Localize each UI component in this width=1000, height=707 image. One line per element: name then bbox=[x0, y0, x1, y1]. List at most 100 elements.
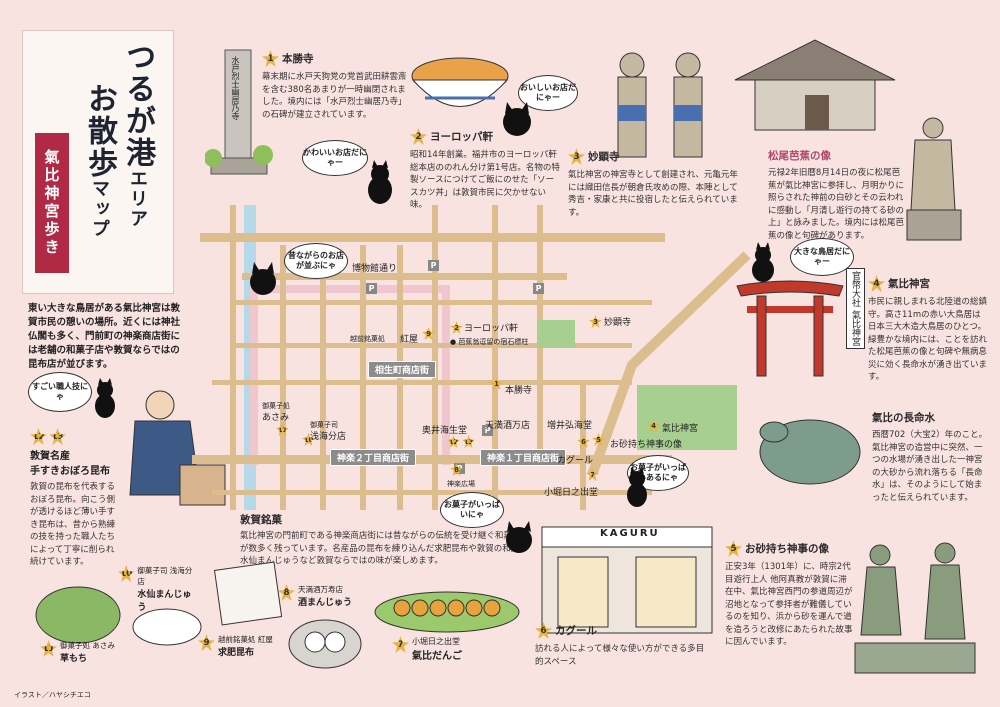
basho-statue-illustration bbox=[906, 117, 962, 241]
street-kagura-1: 神楽１丁目商店街 bbox=[480, 449, 567, 466]
temple-hall-illustration bbox=[734, 39, 896, 131]
road bbox=[242, 273, 567, 280]
spot-4-name: 氣比神宮 bbox=[888, 278, 930, 290]
kagool-building-illustration bbox=[541, 526, 713, 634]
title-line-1: つるが港エリア bbox=[115, 41, 159, 229]
road bbox=[280, 245, 286, 510]
star-icon: 3 bbox=[568, 148, 585, 165]
place-honshoji: 本勝寺 bbox=[505, 386, 533, 396]
map-pin-2[interactable]: 2 bbox=[450, 321, 463, 334]
spot-10-heading: 10 御菓子司 浅海分店 水仙まんじゅう bbox=[118, 565, 198, 613]
basho-info: 松尾芭蕉の像 元禄2年旧暦8月14日の夜に松尾芭蕉が氣比神宮に参拝し、月明かりに… bbox=[768, 148, 908, 242]
cat-speech-bubble-7: お菓子がいっぱいにゃ bbox=[440, 492, 504, 528]
title-small-1: エリア bbox=[127, 169, 148, 229]
black-cat-icon bbox=[250, 262, 276, 295]
spot-9-heading: 9 越前銘菓処 紅屋 求肥昆布 bbox=[198, 634, 298, 658]
place-kagool: カグール bbox=[557, 456, 594, 466]
cat-speech-bubble-3: 昔ながらのお店が並ぶにゃ bbox=[284, 243, 348, 279]
subtitle-badge: 氣比神宮歩き bbox=[35, 133, 69, 273]
stone-monument-text: 水戸烈士幽居乃寺 bbox=[231, 56, 240, 120]
spot-7-shop: 小堀日之出堂 bbox=[412, 637, 460, 646]
spot-7-product: 氣比だんご bbox=[412, 651, 462, 662]
spot-10-product: 水仙まんじゅう bbox=[137, 590, 192, 613]
street-museum: 博物館通り bbox=[352, 264, 398, 274]
street-aioi: 相生町商店街 bbox=[368, 361, 437, 378]
place-kobori: 小堀日之出堂 bbox=[544, 488, 599, 498]
place-kagura-hiroba: 神楽広場 bbox=[447, 480, 475, 488]
spot-5-desc: 正安3年（1301年）に、時宗2代目遊行上人 他阿真教が敦賀に滞在中、氣比神宮西… bbox=[725, 562, 853, 647]
intro-text: 東い大きな鳥居がある氣比神宮は敦賀市民の憩いの場所。近くには神社仏閣も多く、門前… bbox=[28, 303, 181, 370]
spot-6-desc: 訪れる人によって様々な使い方ができる多目的スペース bbox=[535, 644, 705, 667]
spot-8-info: 8 天満酒万寿店 酒まんじゅう bbox=[278, 584, 378, 608]
parking-icon: P bbox=[482, 425, 493, 436]
spot-3-desc: 氣比神宮の神宮寺として創建され、元亀元年には織田信長が朝倉氏攻めの際、本陣として… bbox=[568, 170, 738, 218]
title-line-2: お散歩マップ bbox=[77, 83, 121, 239]
place-asami: あさみ bbox=[262, 413, 290, 423]
star-icon: 8 bbox=[278, 584, 295, 601]
place-asami-bunten: 浅海分店 bbox=[310, 432, 347, 442]
star-icon: 6 bbox=[535, 622, 552, 639]
place-beniya-small: 越前銘菓処 bbox=[350, 335, 385, 343]
water-heading: 氣比の長命水 bbox=[872, 412, 935, 424]
konbu-title-1: 敦賀名産 bbox=[30, 451, 70, 462]
spot-10-shop: 御菓子司 浅海分店 bbox=[137, 566, 193, 586]
road bbox=[212, 380, 632, 385]
sand-carrying-statue-illustration bbox=[854, 542, 976, 674]
stone-monument-illustration bbox=[205, 49, 273, 175]
basho-heading: 松尾芭蕉の像 bbox=[768, 150, 831, 162]
place-yoroppa-note: ● 芭蕉翁逗留の宿石標柱 bbox=[450, 338, 529, 346]
title-small-2: マップ bbox=[89, 179, 110, 239]
dango-illustration bbox=[374, 591, 520, 633]
title-main-1: つるが港 bbox=[120, 41, 155, 169]
spot-11-info: 11 御菓子処 あさみ 草もち bbox=[40, 640, 150, 664]
star-icon: 2 bbox=[410, 128, 427, 145]
spot-11-product: 草もち bbox=[60, 654, 88, 664]
konbu-title-2: 手すきおぼろ昆布 bbox=[30, 466, 110, 477]
spot-9-product: 求肥昆布 bbox=[218, 648, 255, 658]
konbu-craftsman-illustration bbox=[129, 390, 226, 506]
kagool-sign: KAGURU bbox=[600, 528, 660, 539]
road bbox=[432, 205, 438, 510]
sweets-info: 敦賀銘菓 氣比神宮の門前町である神楽商店街には昔ながらの伝統を受け継ぐ和菓子店が… bbox=[240, 512, 530, 568]
star-icon: 7 bbox=[392, 636, 409, 653]
suisen-manju-illustration bbox=[132, 608, 202, 646]
pink-road bbox=[442, 285, 450, 465]
black-cat-icon bbox=[506, 521, 532, 553]
water-desc: 西暦702（大宝2）年のこと。氣比神宮の造営中に突然、一つの水場が湧き出した一神… bbox=[872, 430, 988, 503]
spot-9-info: 9 越前銘菓処 紅屋 求肥昆布 bbox=[198, 634, 298, 658]
shrine-grounds bbox=[637, 385, 737, 450]
turtle-fountain-illustration bbox=[759, 419, 861, 485]
spot-11-heading: 11 御菓子処 あさみ 草もち bbox=[40, 640, 150, 664]
place-yoroppa: ヨーロッパ軒 bbox=[464, 324, 519, 334]
gyuhi-konbu-illustration bbox=[213, 561, 283, 626]
place-okukai: 奥井海生堂 bbox=[422, 426, 468, 436]
spot-8-heading: 8 天満酒万寿店 酒まんじゅう bbox=[278, 584, 378, 608]
spot-1-name: 本勝寺 bbox=[282, 53, 314, 65]
star-icon: 11 bbox=[40, 640, 57, 657]
parking-icon: P bbox=[428, 260, 439, 271]
road bbox=[230, 205, 236, 510]
road bbox=[232, 300, 652, 305]
place-osunamochi: お砂持ち神事の像 bbox=[610, 440, 683, 450]
black-cat-icon bbox=[627, 467, 647, 507]
cat-speech-bubble-2: かわいいお店だにゃー bbox=[302, 140, 368, 176]
cat-speech-bubble-1: おいしいお店だにゃー bbox=[518, 75, 578, 111]
map-pin-13[interactable]: 13 bbox=[462, 435, 475, 448]
katsudon-illustration bbox=[411, 57, 509, 107]
pink-road bbox=[250, 285, 258, 465]
konbu-stars: 12 13 bbox=[30, 428, 120, 445]
black-cat-icon bbox=[752, 242, 774, 282]
spot-11-shop: 御菓子処 あさみ bbox=[60, 641, 115, 650]
title-main-2: お散歩 bbox=[82, 83, 117, 179]
konbu-desc: 敦賀の昆布を代表するおぼろ昆布。向こう側が透けるほど薄い手すき昆布は、昔から熟練… bbox=[30, 482, 116, 567]
spot-10-info: 10 御菓子司 浅海分店 水仙まんじゅう bbox=[118, 565, 198, 613]
pink-road bbox=[250, 285, 450, 293]
